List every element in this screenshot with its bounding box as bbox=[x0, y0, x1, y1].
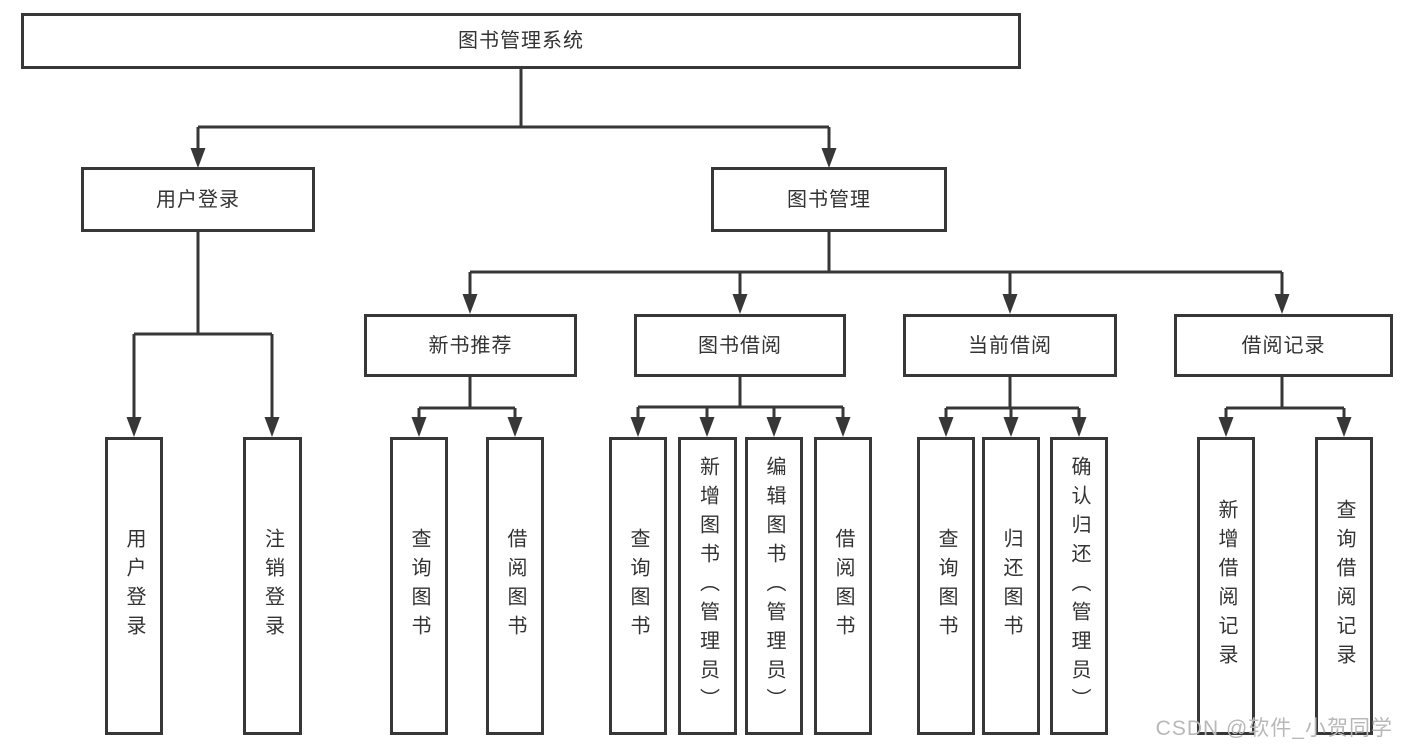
connector-bookmgmt-to-level3 bbox=[468, 232, 1284, 295]
connector-userlogin-to-leaves bbox=[132, 232, 274, 418]
node-query-books-borrowing: 查询图书 bbox=[609, 437, 667, 735]
node-library-system: 图书管理系统 bbox=[21, 13, 1021, 69]
node-add-books-admin: 新增图书（管理员） bbox=[678, 437, 737, 735]
arrowheads-level3 bbox=[462, 294, 1290, 314]
node-confirm-return-admin: 确认归还（管理员） bbox=[1050, 437, 1108, 735]
node-query-books-current: 查询图书 bbox=[917, 437, 975, 735]
connector-current-to-leaves bbox=[944, 377, 1081, 418]
node-user-login: 用户登录 bbox=[81, 167, 315, 232]
arrowheads-level2 bbox=[190, 148, 837, 168]
node-book-borrowing: 图书借阅 bbox=[634, 314, 846, 377]
connector-newbook-to-leaves bbox=[417, 377, 517, 418]
arrowheads-borrowing-leaves bbox=[630, 417, 851, 437]
arrowheads-current-leaves bbox=[938, 417, 1087, 437]
node-borrow-books-borrowing: 借阅图书 bbox=[814, 437, 872, 735]
node-new-book-recommendation: 新书推荐 bbox=[364, 314, 577, 377]
connector-records-to-leaves bbox=[1224, 377, 1346, 418]
node-logout-leaf: 注销登录 bbox=[243, 437, 302, 735]
node-edit-books-admin: 编辑图书（管理员） bbox=[745, 437, 803, 735]
arrowheads-newbook-leaves bbox=[411, 417, 523, 437]
arrowheads-userlogin-leaves bbox=[126, 417, 280, 437]
node-add-borrow-record: 新增借阅记录 bbox=[1197, 437, 1255, 735]
node-query-books-recommend: 查询图书 bbox=[390, 437, 448, 735]
connector-borrowing-to-leaves bbox=[636, 377, 845, 418]
node-borrow-books-recommend: 借阅图书 bbox=[486, 437, 544, 735]
node-query-borrow-record: 查询借阅记录 bbox=[1315, 437, 1373, 735]
connector-root-to-level2 bbox=[196, 69, 831, 149]
node-borrowing-records: 借阅记录 bbox=[1174, 314, 1393, 377]
node-return-books: 归还图书 bbox=[982, 437, 1040, 735]
node-book-management: 图书管理 bbox=[711, 167, 947, 232]
node-current-borrowing: 当前借阅 bbox=[903, 314, 1117, 377]
arrowheads-records-leaves bbox=[1218, 417, 1352, 437]
node-user-login-leaf: 用户登录 bbox=[105, 437, 163, 735]
csdn-watermark: CSDN @软件_小贺同学 bbox=[1155, 717, 1393, 740]
